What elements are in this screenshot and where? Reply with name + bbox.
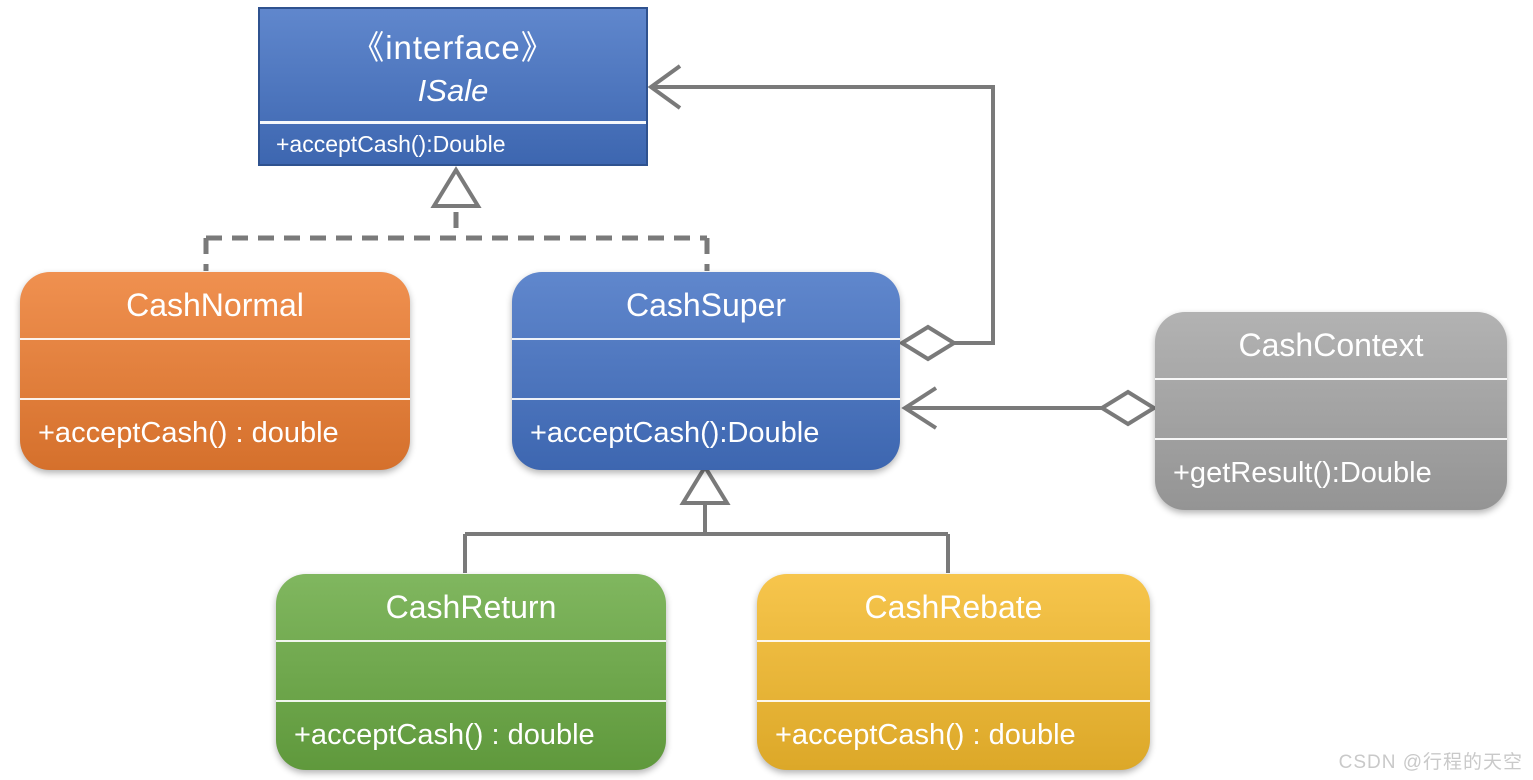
interface-name: ISale — [417, 73, 489, 108]
class-box-cashcontext: CashContext +getResult():Double — [1155, 312, 1507, 510]
class-box-isale: 《interface》 ISale +acceptCash():Double — [258, 7, 648, 166]
class-box-cashnormal: CashNormal +acceptCash() : double — [20, 272, 410, 470]
open-arrowhead-icon — [901, 386, 938, 430]
interface-title-compartment: 《interface》 ISale — [260, 9, 646, 124]
inheritance-triangle-icon — [679, 463, 731, 505]
aggregation-diamond-icon — [898, 324, 958, 362]
class-title: CashRebate — [757, 574, 1150, 642]
class-attributes — [276, 642, 666, 702]
class-attributes — [1155, 380, 1507, 440]
class-box-cashreturn: CashReturn +acceptCash() : double — [276, 574, 666, 770]
realization-connector — [203, 166, 710, 271]
aggregation-cashsuper-isale-connector — [647, 64, 995, 362]
realization-triangle-icon — [430, 166, 482, 208]
aggregation-cashcontext-cashsuper-connector — [901, 386, 1158, 430]
watermark: CSDN @行程的天空 — [1338, 752, 1523, 773]
open-arrowhead-icon — [647, 64, 682, 110]
class-title: CashContext — [1155, 312, 1507, 380]
class-title: CashNormal — [20, 272, 410, 340]
class-methods: +getResult():Double — [1173, 456, 1432, 489]
interface-methods: +acceptCash():Double — [276, 131, 506, 157]
class-methods: +acceptCash():Double — [530, 416, 820, 449]
class-methods: +acceptCash() : double — [38, 416, 339, 449]
class-title: CashSuper — [512, 272, 900, 340]
aggregation-diamond-icon — [1098, 389, 1158, 427]
interface-stereotype: 《interface》 — [351, 29, 555, 66]
class-methods: +acceptCash() : double — [775, 718, 1076, 751]
class-methods: +acceptCash() : double — [294, 718, 595, 751]
class-box-cashsuper: CashSuper +acceptCash():Double — [512, 272, 900, 470]
class-title: CashReturn — [276, 574, 666, 642]
class-attributes — [20, 340, 410, 400]
inheritance-connector — [463, 463, 950, 573]
class-attributes — [512, 340, 900, 400]
class-attributes — [757, 642, 1150, 702]
class-box-cashrebate: CashRebate +acceptCash() : double — [757, 574, 1150, 770]
